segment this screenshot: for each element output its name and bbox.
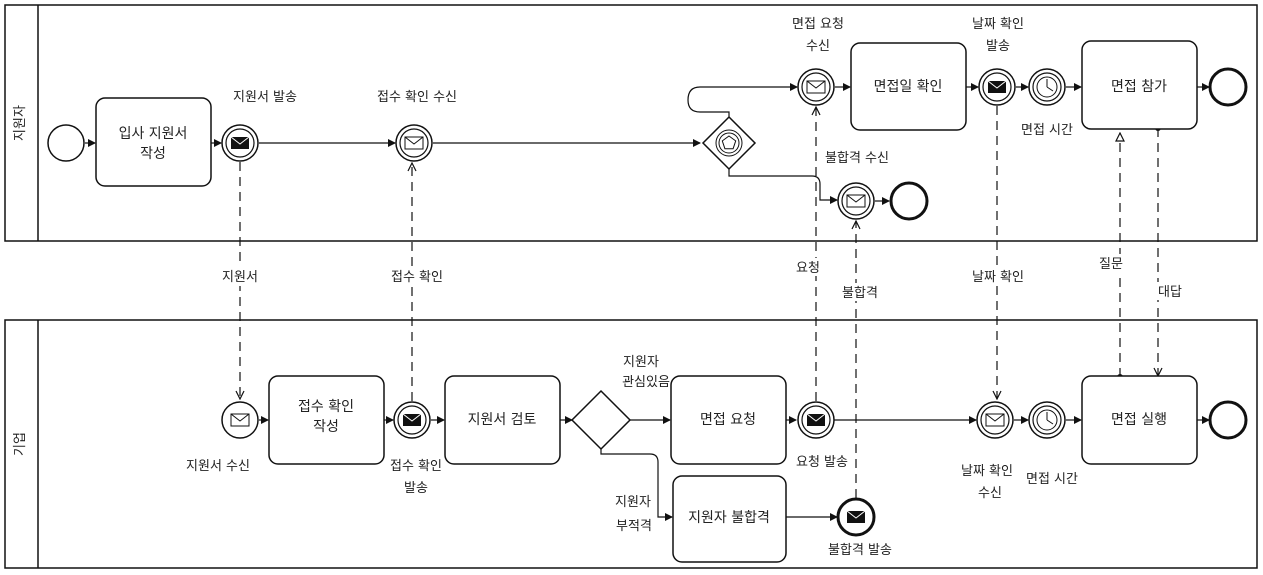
event-receive-date-confirmation[interactable] [976, 401, 1014, 439]
task-label: 접수 확인 [298, 399, 354, 415]
event-based-gateway[interactable] [701, 115, 757, 171]
message-label-application: 지원서 [222, 270, 258, 285]
exclusive-gateway[interactable] [570, 389, 632, 451]
event-label-interview-time-applicant: 면접 시간 [1021, 123, 1073, 138]
message-label-answer: 대답 [1158, 285, 1182, 300]
event-send-confirmation[interactable] [393, 401, 431, 439]
message-label-backgrounds [214, 254, 1188, 301]
applicant-end-event[interactable] [1208, 67, 1248, 107]
task-attend-interview[interactable]: 면접 참가 [1081, 40, 1198, 130]
event-send-request[interactable] [797, 401, 835, 439]
event-receive-interview-request[interactable] [797, 68, 835, 106]
envelope-filled-icon [806, 413, 826, 426]
event-label-receive-date-line2: 수신 [978, 486, 1002, 501]
task-label: 작성 [140, 146, 166, 162]
envelope-outline-icon [846, 194, 866, 208]
event-label-receive-request-line2: 수신 [806, 39, 830, 54]
rejection-end-event[interactable] [889, 181, 929, 221]
event-label-receive-rejection: 불합격 수신 [825, 151, 889, 166]
task-write-application[interactable]: 입사 지원서 작성 [95, 97, 212, 187]
clock-icon [1036, 409, 1058, 431]
event-label-receive-date-line1: 날짜 확인 [961, 464, 1013, 479]
event-label-send-rejection: 불합격 발송 [828, 543, 892, 558]
task-label: 면접 참가 [1111, 79, 1167, 95]
message-label-confirmation: 접수 확인 [391, 270, 443, 285]
pool-label-applicant: 지원자 [13, 105, 28, 141]
envelope-filled-icon [402, 413, 422, 426]
event-label-send-request: 요청 발송 [796, 455, 848, 470]
sequence-flows-applicant [85, 83, 1210, 205]
event-label-receive-request-line1: 면접 요청 [792, 17, 844, 32]
task-label: 입사 지원서 [119, 126, 188, 142]
event-send-application[interactable] [221, 124, 259, 162]
sequence-flows-company [259, 416, 1210, 521]
event-label-send-confirmation-line1: 접수 확인 [390, 459, 442, 474]
pool-applicant: 지원자 [4, 4, 1258, 242]
task-check-interview-date[interactable]: 면접일 확인 [850, 42, 967, 131]
task-label: 지원서 검토 [468, 412, 537, 428]
pool-label-company: 기업 [13, 432, 28, 456]
gateway-label-unsuitable-line2: 부적격 [616, 519, 652, 534]
company-end-event[interactable] [1208, 400, 1248, 440]
event-label-receive-application: 지원서 수신 [186, 459, 250, 474]
envelope-outline-icon [985, 413, 1005, 427]
event-send-rejection[interactable] [836, 497, 876, 537]
message-label-question: 질문 [1099, 257, 1123, 272]
envelope-filled-icon [846, 510, 866, 523]
gateway-label-interested-line2: 관심있음 [622, 375, 670, 390]
event-receive-confirmation[interactable] [395, 124, 433, 162]
clock-icon [1036, 76, 1058, 98]
applicant-start-event[interactable] [47, 124, 85, 162]
timer-event-company[interactable] [1028, 401, 1066, 439]
task-label: 면접 요청 [700, 412, 756, 428]
event-receive-rejection[interactable] [837, 182, 875, 220]
task-label: 작성 [313, 419, 339, 435]
envelope-outline-icon [806, 80, 826, 94]
envelope-outline-icon [230, 413, 250, 427]
message-label-date-confirmation: 날짜 확인 [972, 270, 1024, 285]
gateway-label-interested-line1: 지원자 [623, 355, 659, 370]
message-label-rejection: 불합격 [842, 286, 878, 301]
task-review-application[interactable]: 지원서 검토 [444, 375, 561, 465]
task-label: 지원자 불합격 [688, 510, 770, 526]
message-label-request: 요청 [796, 261, 820, 276]
task-request-interview[interactable]: 면접 요청 [670, 375, 787, 465]
task-conduct-interview[interactable]: 면접 실행 [1081, 375, 1198, 465]
task-label: 면접 실행 [1111, 412, 1167, 428]
event-label-send-application: 지원서 발송 [233, 90, 297, 105]
task-write-confirmation[interactable]: 접수 확인 작성 [268, 375, 385, 465]
envelope-filled-icon [230, 136, 250, 149]
task-label: 면접일 확인 [874, 79, 943, 95]
event-label-send-date-line1: 날짜 확인 [972, 17, 1024, 32]
event-label-receive-confirmation: 접수 확인 수신 [377, 90, 457, 105]
message-flows [240, 106, 1158, 498]
gateway-label-unsuitable-line1: 지원자 [615, 495, 651, 510]
event-label-interview-time-company: 면접 시간 [1026, 472, 1078, 487]
event-label-send-confirmation-line2: 발송 [404, 481, 428, 496]
event-label-send-date-line2: 발송 [986, 39, 1010, 54]
timer-event-applicant[interactable] [1028, 68, 1066, 106]
envelope-outline-icon [404, 136, 424, 150]
task-reject-applicant[interactable]: 지원자 불합격 [672, 475, 787, 563]
event-send-date-confirmation[interactable] [978, 68, 1016, 106]
envelope-filled-icon [987, 80, 1007, 93]
event-receive-application[interactable] [221, 401, 259, 439]
pool-company: 기업 [4, 319, 1258, 569]
pentagon-icon [721, 135, 737, 150]
